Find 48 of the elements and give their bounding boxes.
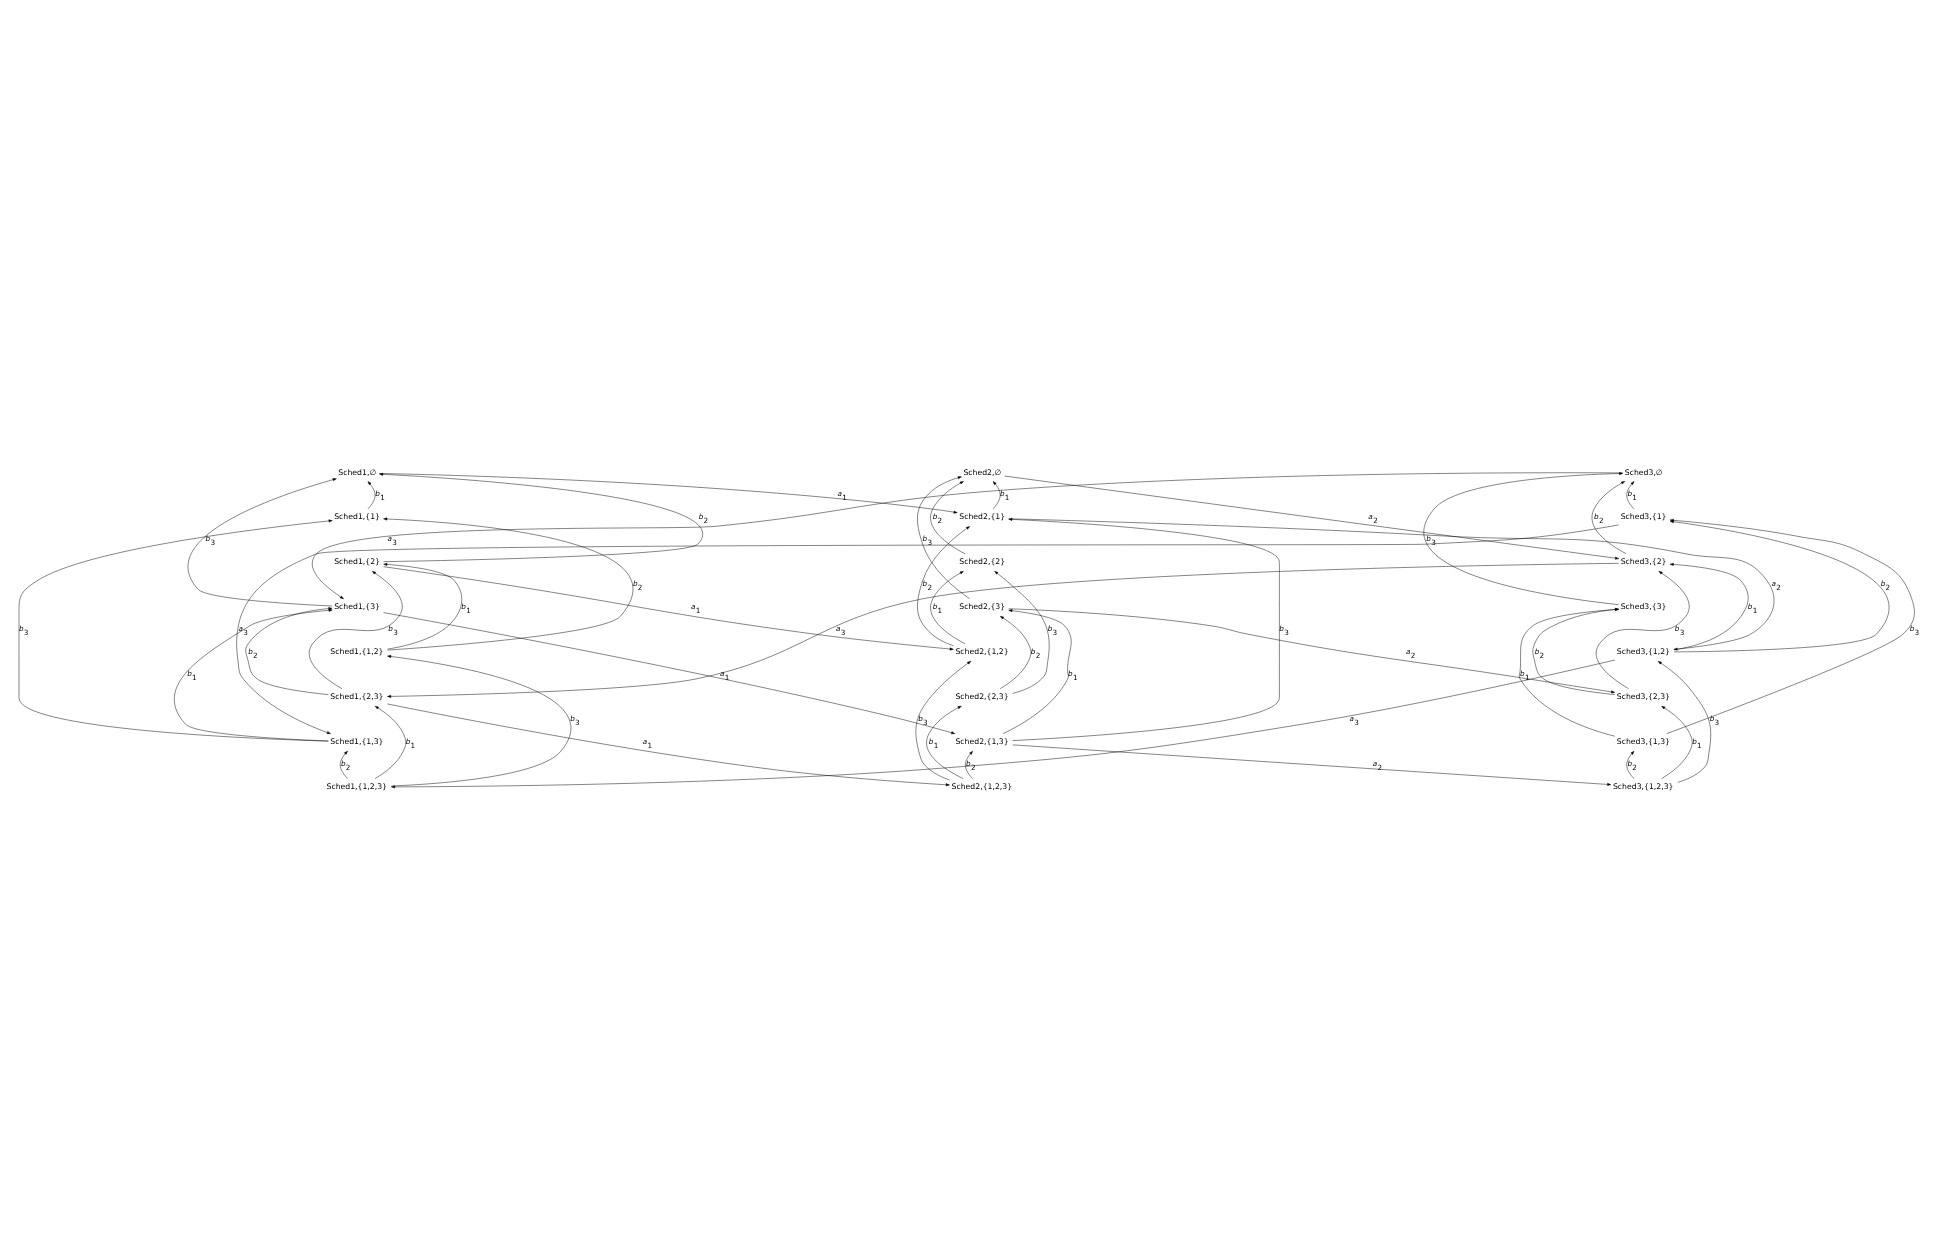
arrow bbox=[1666, 518, 1915, 734]
arrow bbox=[1012, 744, 1612, 786]
arrow bbox=[308, 571, 403, 689]
arrow bbox=[965, 750, 973, 779]
arrow bbox=[1008, 608, 1616, 694]
arrow bbox=[1424, 472, 1623, 605]
arrow bbox=[1661, 706, 1693, 779]
arrow bbox=[992, 481, 1001, 509]
arrow bbox=[1000, 616, 1032, 689]
arrow bbox=[387, 655, 571, 787]
arrow bbox=[383, 517, 633, 651]
arrow bbox=[1004, 475, 1619, 560]
arrow bbox=[1595, 571, 1690, 689]
arrow bbox=[930, 481, 966, 555]
arrow bbox=[374, 706, 407, 779]
arrow bbox=[387, 563, 1619, 698]
arrow bbox=[1591, 481, 1627, 554]
arrow bbox=[1669, 520, 1889, 653]
arrow bbox=[367, 481, 376, 510]
arrow bbox=[994, 571, 1050, 694]
arrow bbox=[387, 703, 950, 787]
arrow bbox=[1669, 563, 1749, 650]
arrow bbox=[1008, 517, 1280, 741]
arrow bbox=[917, 526, 970, 647]
arrow bbox=[926, 705, 964, 779]
arrow bbox=[383, 566, 954, 651]
arrow bbox=[18, 519, 333, 742]
arrow bbox=[1008, 518, 1775, 651]
arrow bbox=[379, 472, 703, 562]
arrow bbox=[915, 661, 971, 781]
arrow bbox=[245, 607, 333, 695]
arrow bbox=[1518, 608, 1619, 737]
arrow bbox=[187, 478, 337, 607]
arrow bbox=[1002, 609, 1072, 734]
arrow bbox=[1657, 661, 1711, 783]
arrow bbox=[391, 659, 1616, 789]
arrow bbox=[340, 750, 348, 779]
arrow bbox=[1626, 481, 1635, 510]
arrow bbox=[930, 571, 966, 644]
arrow bbox=[917, 476, 970, 599]
arrow bbox=[1532, 608, 1619, 695]
arrow bbox=[312, 472, 1624, 599]
arrow bbox=[1626, 750, 1635, 779]
arrow bbox=[383, 612, 956, 735]
arrow bbox=[383, 563, 463, 650]
arrow bbox=[236, 524, 1619, 734]
arrow bbox=[379, 473, 958, 514]
arrow bbox=[174, 608, 333, 742]
